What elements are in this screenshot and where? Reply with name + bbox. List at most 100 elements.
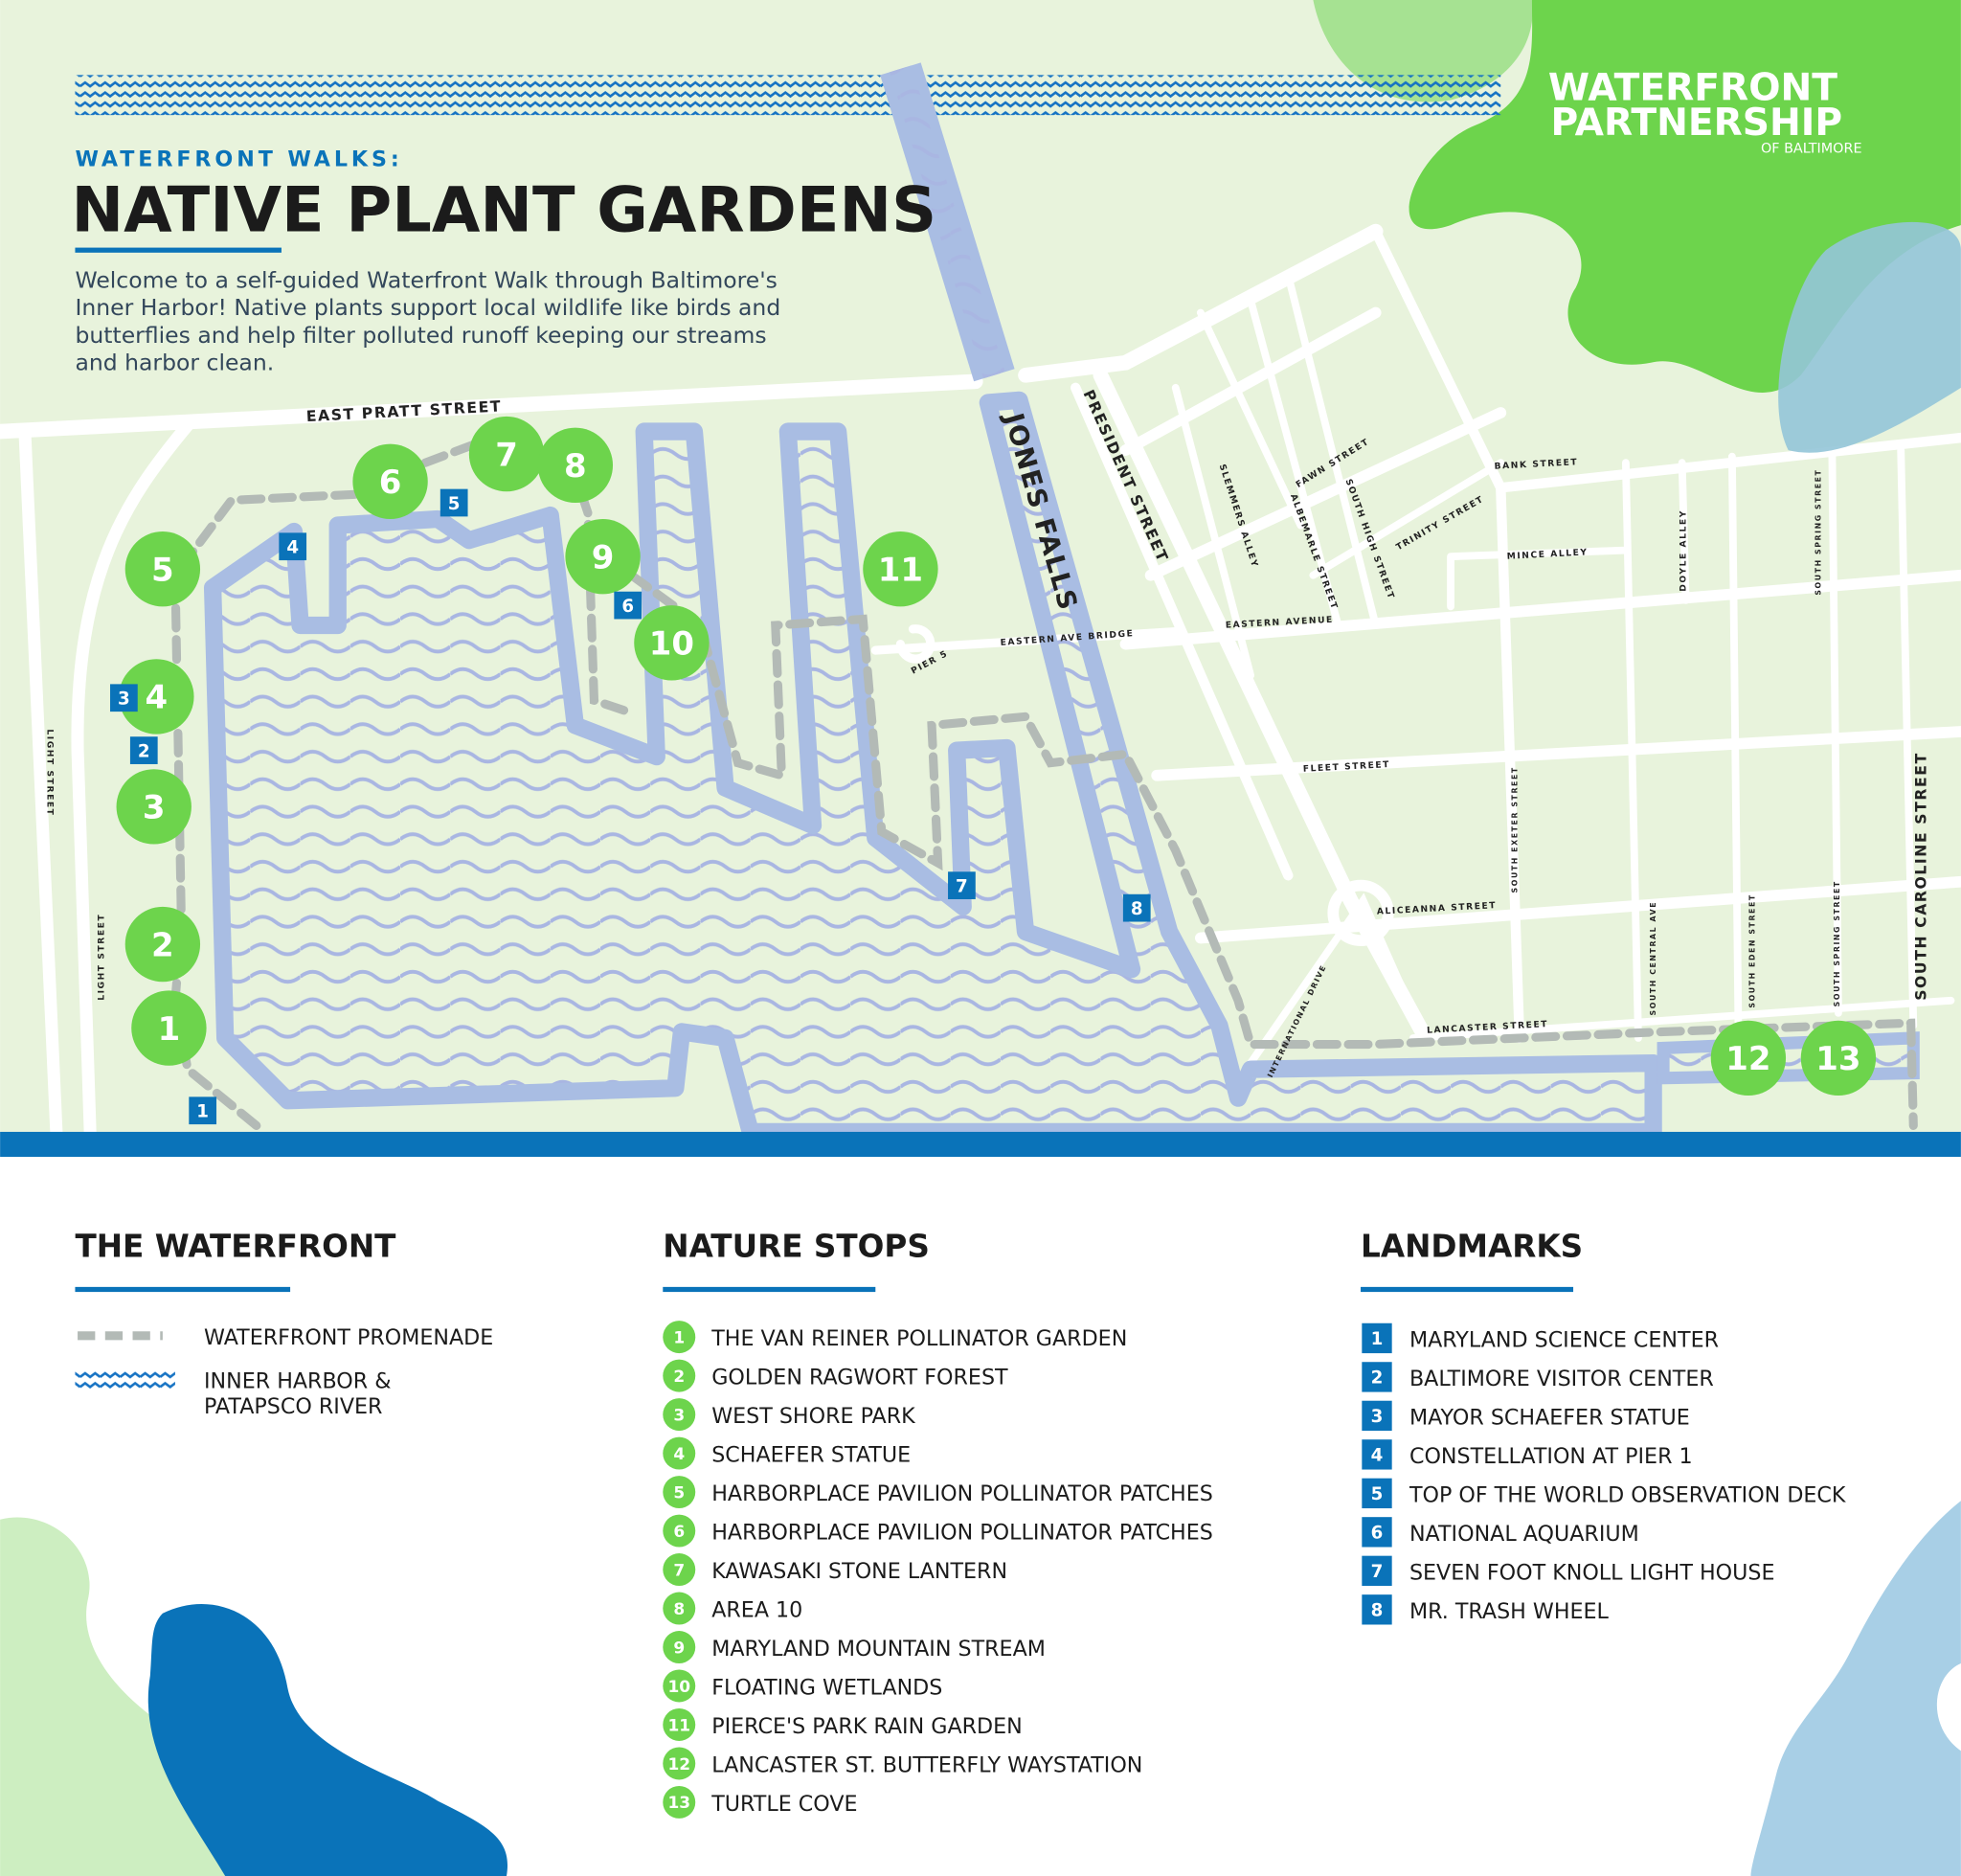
marker-number: 4: [146, 679, 169, 717]
legend-label: BALTIMORE VISITOR CENTER: [1409, 1367, 1714, 1391]
legend-label: LANCASTER ST. BUTTERFLY WAYSTATION: [711, 1753, 1142, 1778]
svg-text:3: 3: [673, 1406, 685, 1425]
marker-number: 11: [878, 552, 923, 590]
landmark-marker[interactable]: 2: [129, 736, 158, 764]
nature-stop-marker[interactable]: 2: [124, 906, 201, 983]
landmark-badge-icon: [1362, 1478, 1392, 1509]
nature-stop-marker[interactable]: 5: [124, 531, 201, 607]
nature-stop-marker[interactable]: 6: [352, 443, 428, 519]
svg-text:11: 11: [667, 1716, 690, 1735]
legend-label: TURTLE COVE: [710, 1792, 857, 1817]
nature-stop-marker[interactable]: 9: [565, 518, 641, 595]
landmark-marker[interactable]: 4: [279, 532, 307, 561]
landmark-badge-icon: [1362, 1322, 1392, 1354]
title-underline: [75, 247, 282, 253]
landmark-marker[interactable]: 5: [440, 488, 468, 517]
legend-label: WEST SHORE PARK: [711, 1404, 916, 1429]
kicker: WATERFRONT WALKS:: [75, 147, 402, 172]
svg-text:8: 8: [1371, 1601, 1384, 1621]
marker-number: 7: [495, 436, 518, 474]
marker-number: 13: [1815, 1040, 1860, 1078]
stop-badge-icon: [663, 1631, 696, 1663]
svg-text:3: 3: [1371, 1407, 1384, 1427]
landmark-badge-icon: [1362, 1517, 1392, 1548]
street-label: DOYLE ALLEY: [1679, 509, 1689, 592]
header-waves: [75, 75, 1501, 116]
legend-heading: LANDMARKS: [1361, 1229, 1583, 1265]
svg-text:8: 8: [673, 1600, 685, 1619]
nature-stop-marker[interactable]: 1: [131, 990, 207, 1066]
svg-text:and harbor clean.: and harbor clean.: [75, 350, 274, 376]
page-title: NATIVE PLANT GARDENS: [72, 174, 937, 247]
landmark-marker[interactable]: 1: [189, 1096, 217, 1125]
legend-label: KAWASAKI STONE LANTERN: [711, 1559, 1007, 1584]
svg-text:5: 5: [1371, 1484, 1384, 1504]
landmark-marker[interactable]: 6: [614, 591, 642, 620]
intro-text: Welcome to a self-guided Waterfront Walk…: [75, 266, 780, 375]
map-bottom-band: [0, 1131, 1961, 1158]
stop-badge-icon: [663, 1669, 696, 1703]
marker-number: 8: [564, 447, 587, 486]
legend-label: PATAPSCO RIVER: [204, 1394, 382, 1419]
legend-label: INNER HARBOR &: [204, 1369, 392, 1394]
nature-stop-marker[interactable]: 8: [537, 427, 614, 504]
svg-text:Welcome to a self-guided Water: Welcome to a self-guided Waterfront Walk…: [75, 266, 777, 293]
marker-number: 3: [118, 689, 130, 710]
legend-label: HARBORPLACE PAVILION POLLINATOR PATCHES: [711, 1481, 1213, 1506]
marker-number: 7: [956, 876, 968, 896]
marker-number: 2: [151, 926, 174, 964]
legend-label: MARYLAND MOUNTAIN STREAM: [711, 1637, 1046, 1661]
nature-stop-marker[interactable]: 3: [116, 769, 192, 845]
svg-text:7: 7: [673, 1561, 685, 1580]
nature-stop-marker[interactable]: 10: [634, 605, 710, 681]
marker-number: 2: [138, 741, 150, 761]
svg-text:12: 12: [667, 1755, 690, 1774]
landmark-marker[interactable]: 8: [1122, 893, 1151, 922]
marker-number: 9: [592, 538, 615, 576]
stop-badge-icon: [663, 1514, 696, 1548]
legend-label: MR. TRASH WHEEL: [1409, 1599, 1610, 1624]
svg-text:4: 4: [1371, 1446, 1384, 1466]
marker-number: 10: [649, 625, 694, 664]
marker-number: 8: [1131, 899, 1143, 919]
street-label: SOUTH EDEN STREET: [1747, 893, 1756, 1007]
svg-text:OF BALTIMORE: OF BALTIMORE: [1761, 141, 1862, 156]
legend-item: 3 WEST SHORE PARK: [663, 1398, 916, 1432]
logo: WATERFRONT PARTNERSHIP OF BALTIMORE: [1548, 66, 1862, 156]
stop-badge-icon: [663, 1321, 696, 1354]
nature-stop-marker[interactable]: 11: [863, 531, 938, 607]
landmark-marker[interactable]: 3: [110, 684, 138, 712]
svg-text:butterflies and help filter po: butterflies and help filter polluted run…: [75, 322, 766, 349]
stop-badge-icon: [663, 1785, 696, 1819]
nature-stop-marker[interactable]: 7: [468, 416, 545, 492]
landmark-marker[interactable]: 7: [948, 871, 976, 900]
landmark-badge-icon: [1362, 1400, 1392, 1432]
nature-stop-marker[interactable]: 13: [1800, 1020, 1877, 1096]
street-label: LIGHT STREET: [97, 914, 106, 1001]
legend-heading: NATURE STOPS: [663, 1229, 930, 1265]
marker-number: 4: [286, 538, 299, 558]
legend-label: FLOATING WETLANDS: [711, 1676, 942, 1701]
svg-text:9: 9: [673, 1639, 685, 1658]
marker-number: 1: [196, 1102, 209, 1122]
landmark-badge-icon: [1362, 1594, 1392, 1625]
street-label: BANK STREET: [1494, 458, 1578, 472]
legend-heading: THE WATERFRONT: [75, 1229, 396, 1265]
nature-stop-marker[interactable]: 12: [1710, 1020, 1787, 1096]
nature-stop-marker[interactable]: 4: [119, 659, 194, 735]
water-swatch: [75, 1370, 175, 1391]
